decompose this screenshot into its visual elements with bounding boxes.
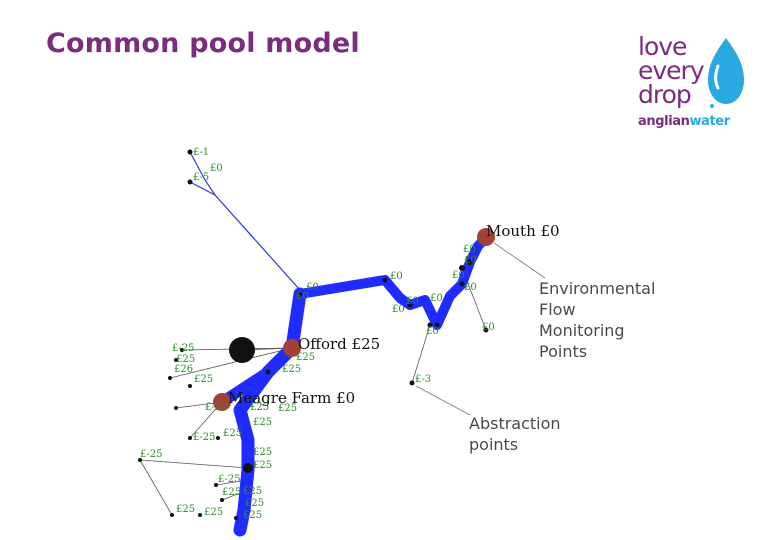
callout-line: Flow bbox=[539, 300, 576, 319]
monitoring-point-mouth bbox=[477, 228, 495, 246]
site-label-offord: Offord £25 bbox=[298, 335, 380, 353]
price-label: £25 bbox=[243, 510, 262, 521]
abstraction-nodes bbox=[138, 149, 489, 520]
callout-abstraction-points: Abstraction points bbox=[469, 413, 561, 455]
price-label: £0 bbox=[430, 293, 443, 304]
monitoring-points bbox=[213, 228, 495, 411]
price-label: £25 bbox=[250, 402, 269, 413]
site-label-mouth: Mouth £0 bbox=[486, 222, 560, 240]
site-labels: Mouth £0 Offord £25 Meagre Farm £0 bbox=[228, 222, 560, 407]
price-label: £0 bbox=[426, 326, 439, 337]
price-label: £26 bbox=[174, 364, 193, 375]
page-title: Common pool model bbox=[46, 28, 360, 59]
callout-line: Abstraction bbox=[469, 414, 561, 433]
reservoir-node bbox=[229, 337, 255, 363]
callout-environmental-flow: Environmental Flow Monitoring Points bbox=[539, 278, 655, 362]
price-label: £-25 bbox=[140, 449, 162, 460]
callout-leaders bbox=[415, 242, 546, 416]
price-label: £25 bbox=[176, 504, 195, 515]
water-drop-icon bbox=[708, 38, 744, 108]
price-label: £0 bbox=[392, 304, 405, 315]
price-label: £-5 bbox=[193, 172, 209, 183]
price-label: £25 bbox=[253, 460, 272, 471]
logo-text-every: every bbox=[638, 56, 705, 85]
price-label: £-25 bbox=[172, 343, 194, 354]
price-label: £-25 bbox=[218, 474, 240, 485]
callout-line: points bbox=[469, 435, 519, 454]
price-label: £0 bbox=[463, 244, 476, 255]
price-label: £0 bbox=[390, 271, 403, 282]
price-label: £25 bbox=[243, 486, 262, 497]
logo-text-drop: drop bbox=[638, 80, 692, 109]
price-label: £25 bbox=[194, 374, 213, 385]
price-label: £-1 bbox=[193, 147, 209, 158]
brand-part-anglian: anglian bbox=[638, 114, 690, 129]
price-label: £0 bbox=[452, 270, 465, 281]
price-label: £25 bbox=[204, 507, 223, 518]
price-label: £25 bbox=[296, 352, 315, 363]
price-label: £25 bbox=[278, 403, 297, 414]
price-label: £0 bbox=[306, 282, 319, 293]
price-labels: £-1 £0 £-5 £0 £0 £0 £0 £0 £0 £0 £0 £0 £-… bbox=[140, 147, 495, 521]
price-label: £-25 bbox=[205, 402, 227, 413]
price-label: £0 bbox=[210, 163, 223, 174]
price-label: £25 bbox=[253, 417, 272, 428]
anglian-water-logo: love every drop anglianwater bbox=[628, 28, 768, 138]
brand-wordmark: anglianwater bbox=[638, 114, 730, 129]
logo-text-love: love bbox=[638, 32, 687, 61]
price-label: £0 bbox=[464, 255, 477, 266]
callout-line: Monitoring bbox=[539, 321, 625, 340]
price-label: £25 bbox=[282, 364, 301, 375]
price-label: £25 bbox=[245, 498, 264, 509]
price-label: £25 bbox=[222, 487, 241, 498]
price-label: £0 bbox=[464, 282, 477, 293]
monitoring-point-meagre bbox=[213, 393, 231, 411]
price-label: £0 bbox=[406, 296, 419, 307]
price-label: £-25 bbox=[193, 432, 215, 443]
price-label: £-3 bbox=[415, 374, 431, 385]
tributary-lines bbox=[189, 151, 301, 291]
price-label: £25 bbox=[176, 354, 195, 365]
price-label: £25 bbox=[223, 428, 242, 439]
monitoring-point-offord bbox=[283, 339, 301, 357]
price-label: £0 bbox=[296, 291, 309, 302]
price-label: £25 bbox=[253, 447, 272, 458]
site-label-meagre: Meagre Farm £0 bbox=[228, 389, 355, 407]
callout-line: Points bbox=[539, 342, 588, 361]
brand-part-water: water bbox=[689, 114, 730, 129]
callout-line: Environmental bbox=[539, 279, 656, 298]
price-label: £0 bbox=[482, 322, 495, 333]
